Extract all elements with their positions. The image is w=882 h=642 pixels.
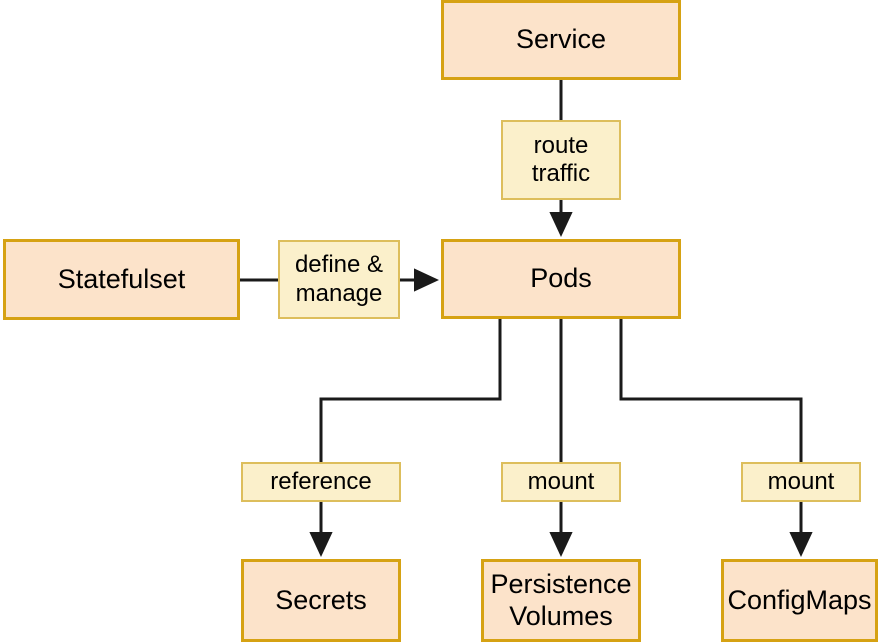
edge-label-reference: reference	[241, 462, 401, 502]
node-persistence-volumes[interactable]: Persistence Volumes	[481, 559, 641, 642]
edge-pods-mount-cm	[619, 319, 803, 462]
edge-label-mount-volumes: mount	[501, 462, 621, 502]
node-statefulset[interactable]: Statefulset	[3, 239, 240, 320]
edge-label-route-traffic: route traffic	[501, 120, 621, 200]
node-pods[interactable]: Pods	[441, 239, 681, 319]
node-service[interactable]: Service	[441, 0, 681, 80]
edge-label-mount-configmaps: mount	[741, 462, 861, 502]
edge-label-define-manage: define & manage	[278, 240, 400, 319]
node-secrets[interactable]: Secrets	[241, 559, 401, 642]
edge-pods-reference	[319, 319, 502, 462]
node-configmaps[interactable]: ConfigMaps	[721, 559, 878, 642]
